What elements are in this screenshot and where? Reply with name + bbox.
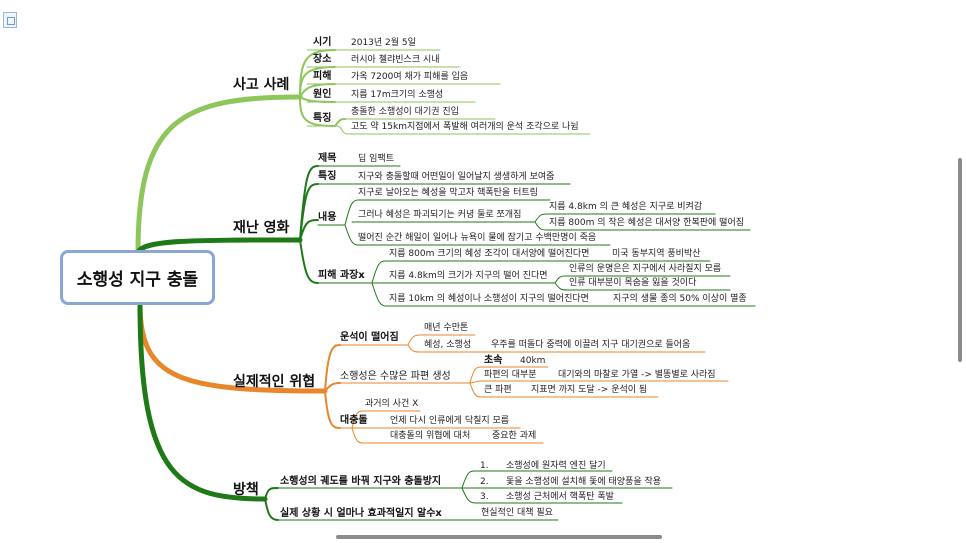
- danger-crisis-label[interactable]: 대충돌: [340, 415, 368, 426]
- case-cause-label[interactable]: 원인: [313, 89, 332, 100]
- link-policy: [137, 301, 268, 502]
- danger-big-text[interactable]: 지표면 까지 도달 -> 운석이 됨: [531, 385, 648, 395]
- danger-meteor-label[interactable]: 운석이 떨어짐: [340, 332, 399, 343]
- policy-item-2-text[interactable]: 돛을 소행성에 설치해 돛에 태양풍을 작용: [506, 477, 662, 487]
- movie-damage-b[interactable]: 지름 4.8km의 크기가 지구의 떨어 진다면: [389, 271, 548, 281]
- movie-feature-label[interactable]: 특징: [318, 171, 337, 182]
- branch-policy-title[interactable]: 방책: [233, 482, 259, 498]
- case-time-text[interactable]: 2013년 2월 5일: [351, 38, 416, 48]
- policy-effect-label[interactable]: 실제 상황 시 얼마나 효과적일지 알수x: [280, 508, 442, 519]
- danger-crisis-c1[interactable]: 중요한 과제: [492, 431, 537, 441]
- movie-content-label[interactable]: 내용: [318, 212, 337, 223]
- policy-main-label[interactable]: 소행성의 궤도를 바꿔 지구와 충돌방지: [280, 476, 442, 487]
- danger-crisis-a[interactable]: 과거의 사건 X: [365, 399, 419, 409]
- movie-title-label[interactable]: 제목: [318, 153, 337, 164]
- movie-damage-b2[interactable]: 인류 대부분이 목숨을 잃을 것이다: [569, 278, 697, 288]
- danger-crisis-b[interactable]: 언제 다시 인류에게 닥칠지 모름: [390, 416, 510, 426]
- case-damage-text[interactable]: 가옥 7200여 채가 피해를 입음: [351, 72, 469, 82]
- policy-effect-text[interactable]: 현실적인 대책 필요: [481, 508, 553, 518]
- central-topic[interactable]: 소행성 지구 충돌: [60, 250, 215, 305]
- policy-item-3-text[interactable]: 소행성 근처에서 핵폭탄 폭발: [506, 492, 614, 502]
- vertical-scrollbar[interactable]: [958, 158, 962, 362]
- branch-danger-title[interactable]: 실제적인 위협: [233, 374, 316, 390]
- movie-feature-text[interactable]: 지구와 충돌할때 어떤일이 일어날지 생생하게 보여줌: [358, 172, 555, 182]
- danger-most-text[interactable]: 대기와의 마찰로 가열 -> 별똥별로 사라짐: [558, 370, 716, 380]
- policy-item-1-num: 1.: [480, 461, 489, 471]
- branch-case-title[interactable]: 사고 사례: [233, 77, 290, 93]
- danger-meteor-a[interactable]: 매년 수만톤: [424, 323, 469, 333]
- danger-speed-value[interactable]: 40km: [520, 356, 546, 366]
- policy-item-3-num: 3.: [480, 492, 489, 502]
- case-damage-label[interactable]: 피해: [313, 71, 332, 82]
- movie-damage-c[interactable]: 지름 10km 의 혜성이나 소행성이 지구의 떨어진다면: [389, 294, 589, 304]
- movie-content-b1[interactable]: 지름 4.8km 의 큰 혜성은 지구로 비켜감: [549, 202, 703, 212]
- movie-content-b[interactable]: 그러나 혜성은 파괴되기는 커녕 둘로 쪼개짐: [358, 210, 522, 220]
- danger-meteor-b1[interactable]: 우주를 떠돌다 중력에 이끌려 지구 대기권으로 들어옴: [491, 340, 691, 350]
- movie-damage-label[interactable]: 피해 과장x: [318, 270, 365, 281]
- case-feature-label[interactable]: 특징: [313, 113, 332, 124]
- link-case: [135, 94, 303, 255]
- case-cause-text[interactable]: 지름 17m크기의 소행성: [351, 90, 444, 100]
- case-feature-text-1[interactable]: 충돌한 소행성이 대기권 진입: [351, 107, 459, 117]
- link-movie: [135, 237, 303, 255]
- movie-title-text[interactable]: 딥 임팩트: [358, 154, 394, 164]
- movie-content-b2[interactable]: 지름 800m 의 작은 혜성은 대서양 한복판에 떨어짐: [549, 218, 745, 228]
- case-place-label[interactable]: 장소: [313, 54, 332, 65]
- danger-most-label[interactable]: 파편의 대부분: [484, 370, 537, 380]
- danger-big-label[interactable]: 큰 파편: [484, 385, 512, 395]
- movie-damage-a1[interactable]: 미국 동부지역 풍비박산: [612, 249, 701, 259]
- case-time-label[interactable]: 시기: [313, 37, 332, 48]
- danger-crisis-c[interactable]: 대충돌의 위협에 대처: [390, 431, 471, 441]
- policy-item-2-num: 2.: [480, 477, 489, 487]
- danger-speed-label[interactable]: 초속: [484, 355, 503, 366]
- danger-fragments-label[interactable]: 소행성은 수많은 파편 생성: [340, 371, 451, 382]
- movie-damage-c1[interactable]: 지구의 생물 종의 50% 이상이 멸종: [613, 294, 747, 304]
- branch-movie-title[interactable]: 재난 영화: [233, 220, 290, 236]
- movie-damage-b1[interactable]: 인류의 운명은은 지구에서 사라질지 모름: [569, 264, 722, 274]
- movie-content-c[interactable]: 떨어진 순간 해일이 일어나 뉴욕이 물에 잠기고 수백만명이 죽음: [358, 233, 597, 243]
- case-feature-text-2[interactable]: 고도 약 15km지점에서 폭발해 여러개의 운석 조각으로 나뉨: [351, 122, 579, 132]
- horizontal-scrollbar[interactable]: [336, 535, 662, 539]
- movie-content-a[interactable]: 지구로 날아오는 혜성을 막고자 핵폭탄을 터트림: [358, 188, 538, 198]
- policy-item-1-text[interactable]: 소행성에 원자력 엔진 달기: [506, 461, 606, 471]
- document-icon[interactable]: [3, 12, 17, 28]
- danger-meteor-b[interactable]: 혜성, 소행성: [424, 340, 472, 350]
- movie-damage-a[interactable]: 지름 800m 크기의 혜성 조각이 대서양에 떨어진다면: [389, 249, 590, 259]
- case-place-text[interactable]: 러시아 첼랴빈스크 시내: [351, 55, 440, 65]
